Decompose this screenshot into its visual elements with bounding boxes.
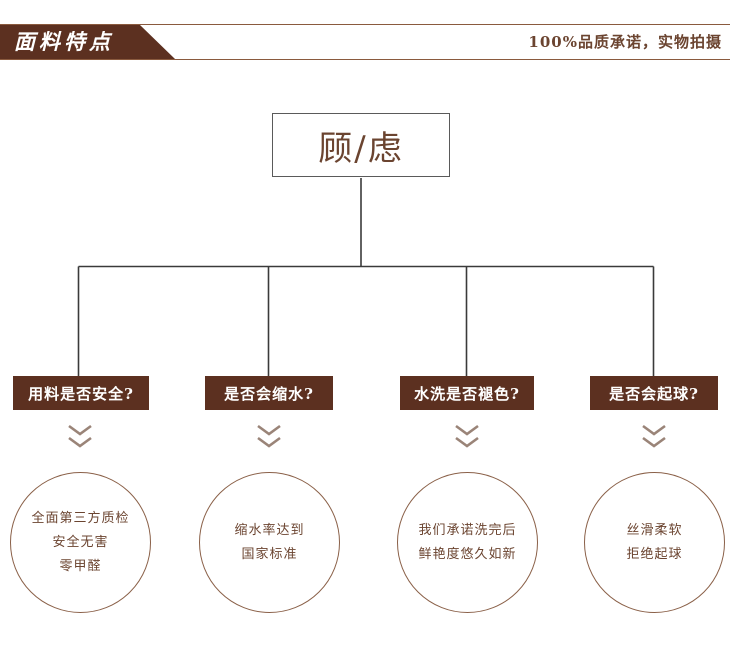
double-chevron-down-icon	[257, 424, 281, 448]
answer-circle-2-line-1: 缩水率达到	[234, 522, 305, 538]
root-node-label: 顾/虑	[318, 128, 404, 169]
answer-circle-4-line-2: 拒绝起球	[626, 546, 683, 562]
answer-circle-1-line-1: 全面第三方质检	[31, 510, 130, 526]
question-box-4-label: 是否会起球?	[609, 384, 699, 403]
answer-circle-2-line-2: 国家标准	[241, 546, 298, 562]
answer-circle-4-line-1: 丝滑柔软	[626, 522, 683, 538]
answer-circle-1: 全面第三方质检 安全无害 零甲醛	[10, 472, 151, 613]
double-chevron-down-icon	[642, 424, 666, 448]
answer-circle-4: 丝滑柔软 拒绝起球	[584, 472, 725, 613]
question-box-3[interactable]: 水洗是否褪色?	[400, 376, 534, 410]
answer-circle-3: 我们承诺洗完后 鲜艳度悠久如新	[397, 472, 538, 613]
answer-circle-2: 缩水率达到 国家标准	[199, 472, 340, 613]
root-node: 顾/虑	[272, 113, 450, 177]
question-box-1-label: 用料是否安全?	[28, 384, 134, 403]
answer-circle-3-line-2: 鲜艳度悠久如新	[418, 546, 517, 562]
page-header: 面料特点 100%品质承诺，实物拍摄	[0, 0, 730, 80]
answer-circle-1-line-2: 安全无害	[52, 534, 109, 550]
question-box-3-label: 水洗是否褪色?	[414, 384, 520, 403]
question-box-4[interactable]: 是否会起球?	[590, 376, 718, 410]
header-rule-bottom	[0, 59, 730, 60]
answer-circle-3-line-1: 我们承诺洗完后	[418, 522, 517, 538]
double-chevron-down-icon	[455, 424, 479, 448]
question-box-2[interactable]: 是否会缩水?	[205, 376, 333, 410]
answer-circle-1-line-3: 零甲醛	[59, 558, 102, 574]
question-box-1[interactable]: 用料是否安全?	[13, 376, 149, 410]
header-banner-title: 面料特点	[14, 29, 114, 54]
header-quality-note: 100%品质承诺，实物拍摄	[528, 33, 722, 51]
header-rule-top	[0, 24, 730, 25]
double-chevron-down-icon	[68, 424, 92, 448]
question-box-2-label: 是否会缩水?	[224, 384, 314, 403]
header-banner-shape	[0, 25, 175, 59]
